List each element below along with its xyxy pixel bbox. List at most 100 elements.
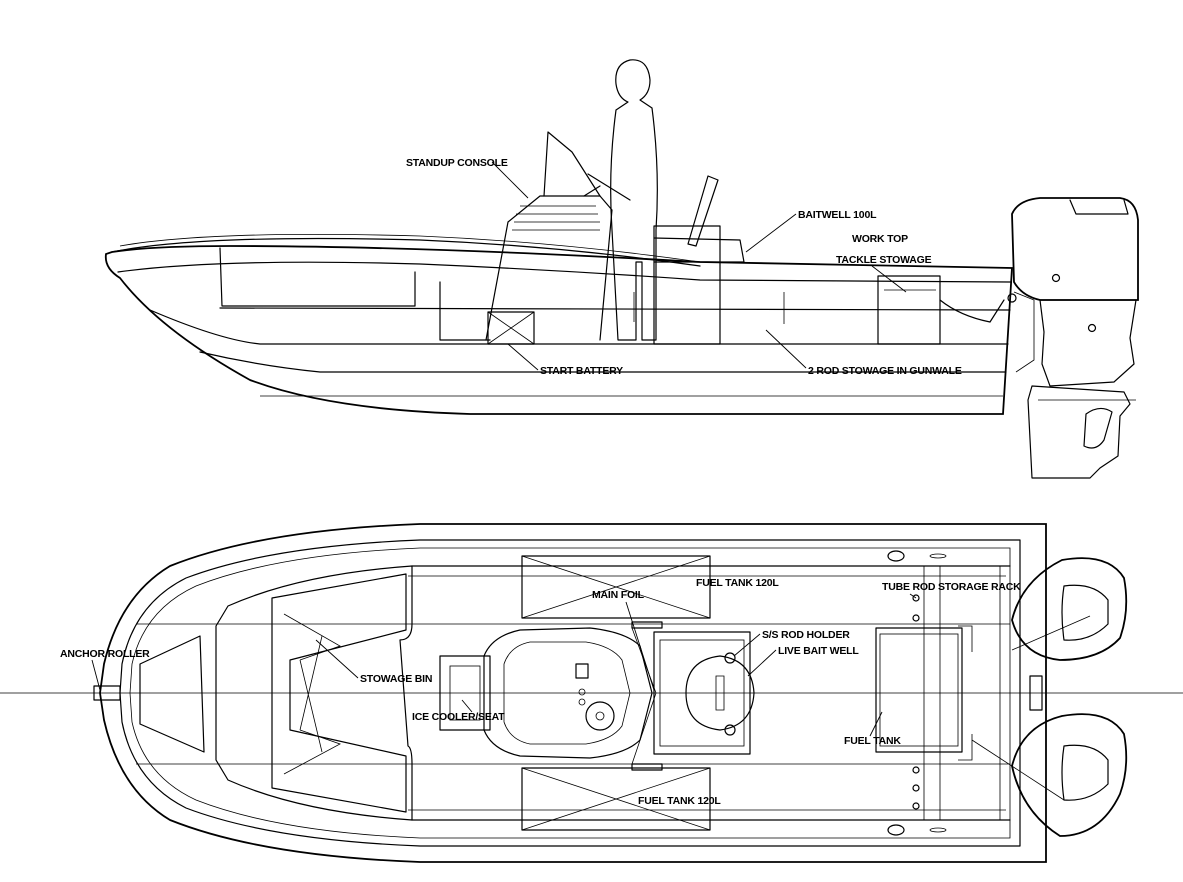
stowage-bin-inner: [283, 613, 341, 775]
side-chine-lower: [199, 351, 1007, 373]
tackle-stowage-box: [877, 275, 941, 345]
label-rod-stowage: 2 ROD STOWAGE IN GUNWALE: [808, 365, 962, 377]
steering-wheel-hub: [595, 711, 605, 721]
leader-ss-rod-holder: [733, 633, 761, 657]
leaning-post-plan: [653, 631, 751, 755]
label-tackle-stowage: TACKLE STOWAGE: [836, 254, 932, 266]
side-bow-panel: [219, 247, 416, 307]
tube-rod-5: [912, 802, 920, 810]
tube-rod-3: [912, 766, 920, 774]
transom-well: [939, 299, 1005, 323]
transom-step: [958, 625, 973, 761]
tube-rod-2: [912, 614, 920, 622]
console-gauge: [575, 663, 589, 679]
outboard-leader-starboard: [971, 739, 1065, 801]
outboard-cowl-cap: [1069, 199, 1129, 215]
cleat-top: [887, 550, 905, 562]
anchor-well: [93, 685, 121, 701]
ss-rod-holder-1: [724, 652, 736, 664]
leader-baitwell: [745, 213, 797, 253]
label-tube-rod-rack: TUBE ROD STORAGE RACK: [882, 581, 1021, 593]
leader-anchor-roller: [91, 659, 101, 691]
aft-bulkhead-lines: [923, 566, 1001, 820]
throttle-handle: [687, 175, 719, 247]
steering-wheel: [583, 173, 631, 201]
ss-rod-holder-2: [724, 724, 736, 736]
label-anchor-roller: ANCHOR ROLLER: [60, 648, 150, 660]
leaning-post: [653, 225, 721, 345]
side-sheer-line: [111, 237, 701, 267]
live-bait-well-lid: [715, 675, 725, 711]
plan-view: ANCHOR ROLLER STOWAGE BIN ICE COOLER/SEA…: [0, 523, 1183, 863]
bow-hatch: [139, 635, 205, 753]
cleat-bottom: [887, 824, 905, 836]
label-standup-console: STANDUP CONSOLE: [406, 157, 508, 169]
leader-rod-stowage: [765, 329, 807, 369]
side-sheer-inner: [119, 233, 701, 263]
label-ice-cooler-seat: ICE COOLER/SEAT: [412, 711, 505, 723]
plan-gunwale-inner-2: [129, 547, 1011, 839]
standup-console: [485, 195, 613, 341]
outboard-port-cowl: [1061, 584, 1109, 641]
outboard-cowling: [1011, 197, 1139, 301]
leaning-post-plan-inner: [659, 639, 745, 747]
label-fuel-tank-bottom: FUEL TANK 120L: [638, 795, 721, 807]
outboard-starboard-plan: [1011, 713, 1128, 837]
outboard-bolt-2: [1087, 323, 1097, 333]
helmsman-figure: [610, 59, 658, 341]
leader-fuel-tank-aft: [869, 711, 883, 737]
leader-standup-console: [491, 161, 529, 199]
label-main-foil: MAIN FOIL: [592, 589, 645, 601]
leader-start-battery: [507, 343, 539, 371]
fuel-tank-aft-inner: [879, 633, 959, 747]
stowage-bin-diag: [299, 635, 323, 753]
outboard-bracket: [1013, 291, 1035, 373]
console-steps: [512, 205, 600, 231]
leader-main-foil: [625, 601, 655, 691]
side-hatch-panel: [439, 281, 491, 341]
plan-bow-deck: [215, 565, 413, 821]
main-foil-studs-bottom: [631, 763, 663, 771]
main-foil-edge: [631, 627, 657, 765]
label-baitwell: BAITWELL 100L: [798, 209, 877, 221]
outboard-propeller: [1083, 407, 1113, 449]
plan-hull-outline: [99, 523, 1047, 863]
tube-rod-1: [912, 594, 920, 602]
console-plan-inner: [503, 641, 631, 745]
side-chine-upper: [149, 309, 1009, 345]
plan-gunwale-inner: [119, 539, 1021, 847]
outboard-bolt-1: [1051, 273, 1061, 283]
fuel-tank-bottom: [521, 767, 711, 831]
outboard-starboard-cowl: [1061, 744, 1109, 801]
outboard-midsection: [1039, 299, 1137, 387]
live-bait-well: [685, 655, 755, 731]
baitwell-lid: [653, 237, 745, 263]
leader-ice-cooler-seat: [461, 699, 473, 713]
leader-live-bait-well: [747, 649, 777, 677]
console-switch-1: [578, 688, 586, 696]
fuel-tank-top-cross: [521, 555, 711, 619]
label-fuel-tank-top: FUEL TANK 120L: [696, 577, 779, 589]
label-ss-rod-holder: S/S ROD HOLDER: [762, 629, 850, 641]
vent-top: [929, 553, 947, 559]
outboard-tilt-pin: [1007, 293, 1017, 303]
start-battery-cross: [487, 311, 535, 345]
leader-tackle-stowage: [871, 265, 907, 293]
label-live-bait-well: LIVE BAIT WELL: [778, 645, 859, 657]
label-fuel-tank-aft: FUEL TANK: [844, 735, 901, 747]
side-deck-line: [219, 307, 1011, 311]
console-switch-2: [578, 698, 586, 706]
start-battery-box: [487, 311, 535, 345]
transom-drain: [1029, 675, 1043, 711]
label-start-battery: START BATTERY: [540, 365, 623, 377]
steering-wheel-plan: [585, 701, 615, 731]
side-elevation-view: STANDUP CONSOLE BAITWELL 100L WORK TOP T…: [104, 59, 1139, 479]
outboard-lower-unit: [1027, 385, 1131, 479]
fuel-tank-aft: [875, 627, 963, 753]
main-foil-studs-top: [631, 621, 663, 629]
console-windscreen: [543, 131, 601, 197]
outboard-leader-port: [1011, 615, 1091, 651]
ice-cooler-seat: [439, 655, 491, 731]
side-hull-outline: [104, 245, 1013, 415]
